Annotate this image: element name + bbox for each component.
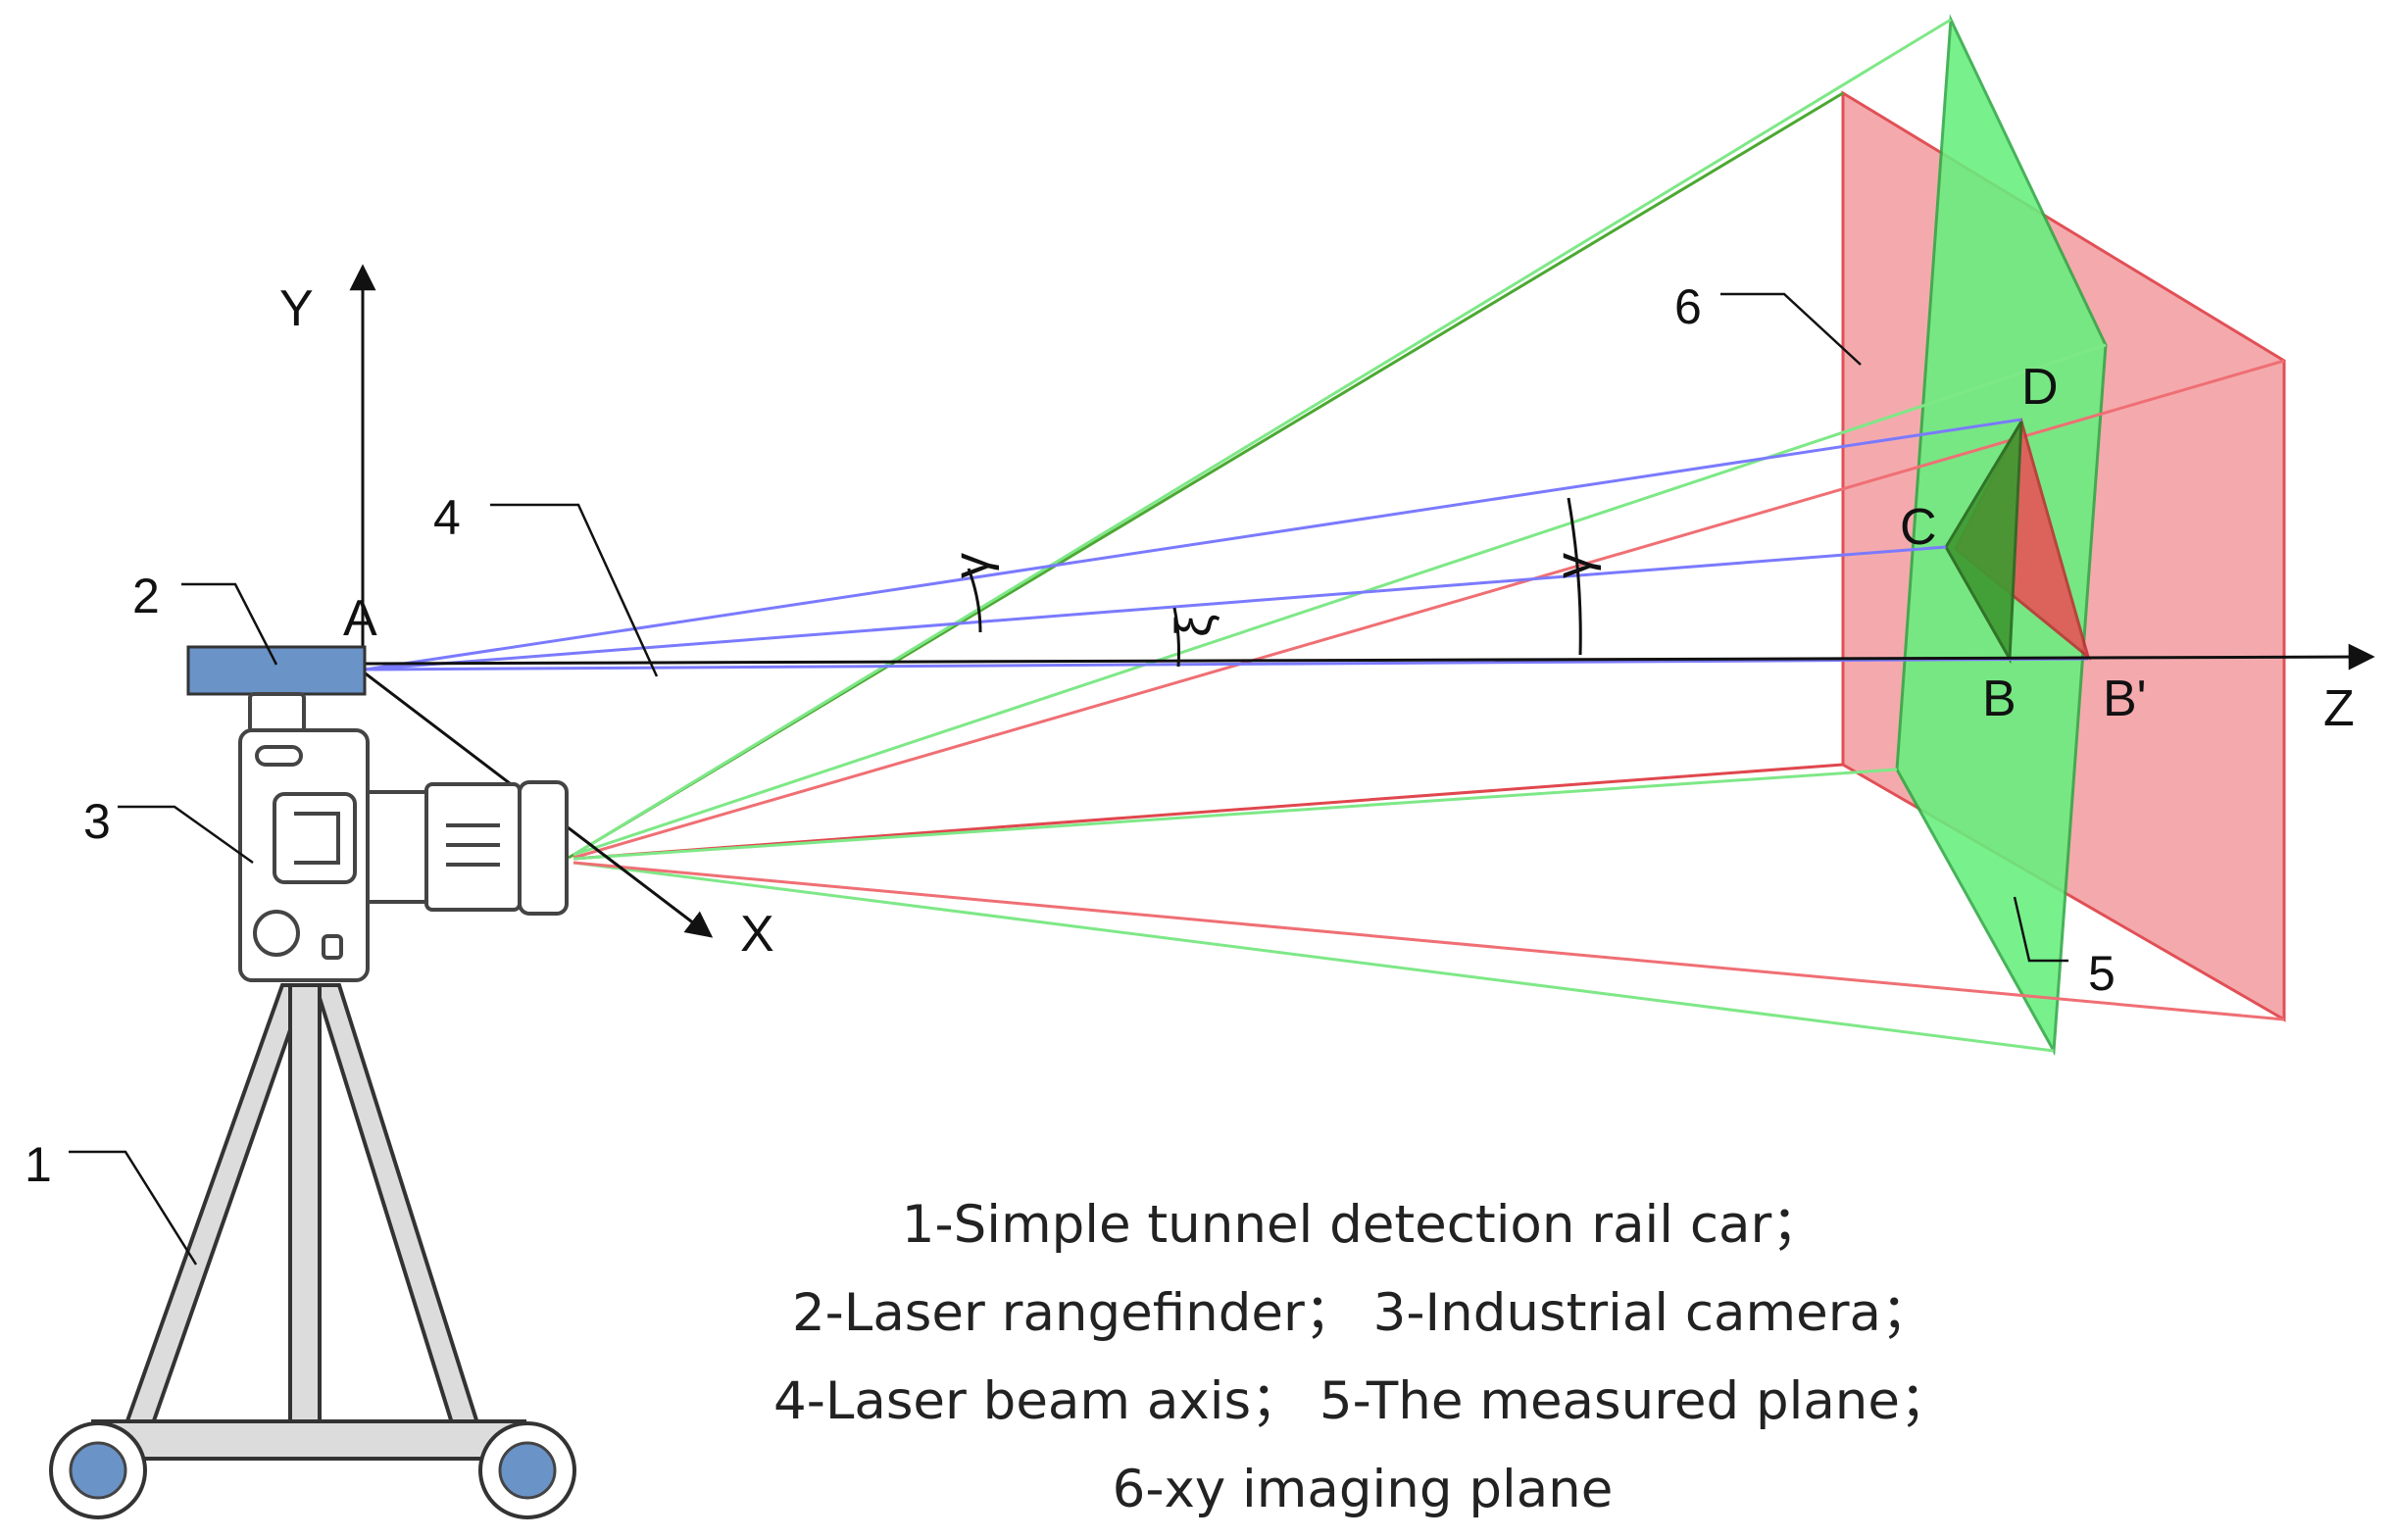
point-a-label: A <box>343 590 377 647</box>
industrial-camera <box>238 692 569 982</box>
point-c-label: C <box>1900 499 1937 556</box>
axis-y-label: Y <box>279 280 314 337</box>
rail-car <box>49 983 576 1519</box>
callout-3: 3 <box>83 794 111 849</box>
laser-beams <box>364 418 2089 671</box>
leader-6 <box>1720 292 1862 366</box>
rail-car-leg-left <box>123 983 309 1428</box>
angle-xi-label: ξ <box>1166 615 1222 637</box>
leader-1 <box>69 1150 198 1266</box>
camera-grip-detail <box>294 812 340 865</box>
legend-item-2: 2-Laser rangefinder； <box>791 1283 1357 1343</box>
axis-z-label: Z <box>2323 680 2355 737</box>
fov-ray-green-bottom <box>573 861 2055 1053</box>
laser-rangefinder <box>186 645 367 696</box>
callout-leaders <box>69 292 2068 1266</box>
laser-beam-to-d <box>364 418 2022 671</box>
legend: 1-Simple tunnel detection rail car； 2-La… <box>637 1181 2088 1534</box>
leader-3 <box>118 805 254 865</box>
camera-button <box>322 934 343 960</box>
legend-item-4: 4-Laser beam axis； <box>772 1371 1304 1431</box>
angle-arc-xi <box>1172 607 1180 668</box>
camera-viewfinder <box>255 745 303 767</box>
legend-item-3: 3-Industrial camera； <box>1372 1283 1934 1343</box>
fov-ray-green-low <box>573 768 1898 861</box>
legend-item-5: 5-The measured plane； <box>1319 1371 1953 1431</box>
angle-gamma-label-2: γ <box>1545 553 1602 578</box>
fov-ray-green-top-2 <box>573 18 1952 857</box>
rail-car-base <box>91 1419 526 1461</box>
angle-arc-gamma-1 <box>967 568 982 633</box>
camera-mount <box>248 692 306 733</box>
rail-car-leg-center <box>288 983 322 1428</box>
fov-ray-red-bottom <box>573 861 2285 1021</box>
camera-lens-body <box>366 790 428 904</box>
callout-2: 2 <box>132 569 160 623</box>
point-b-label: B <box>1982 671 2017 727</box>
angle-arc-gamma-2 <box>1567 497 1582 656</box>
axis-x-label: X <box>740 906 774 963</box>
rail-car-wheel-right-hub <box>498 1441 557 1500</box>
angle-marks <box>967 497 1582 668</box>
leader-5 <box>2013 896 2068 963</box>
camera-dial <box>253 910 300 957</box>
leader-2 <box>181 582 278 666</box>
callout-6: 6 <box>1674 279 1702 334</box>
leader-4 <box>490 503 659 677</box>
camera-lens-front <box>518 780 569 916</box>
rail-car-leg-right <box>313 983 481 1428</box>
callout-4: 4 <box>433 490 461 545</box>
fov-ray-green-mid <box>573 343 2107 857</box>
z-axis <box>364 643 2375 671</box>
legend-item-1: 1-Simple tunnel detection rail car； <box>901 1195 1824 1255</box>
callout-5: 5 <box>2088 946 2116 1001</box>
laser-beam-to-c <box>364 545 1947 671</box>
triangle-cdb <box>1944 421 2023 665</box>
legend-item-6: 6-xy imaging plane <box>1112 1460 1614 1519</box>
point-b-prime-label: B' <box>2103 671 2147 727</box>
field-of-view-rays <box>568 18 2285 1053</box>
camera-grip <box>273 792 357 884</box>
fov-ray-red-mid <box>573 359 2285 860</box>
callout-1: 1 <box>25 1137 52 1192</box>
angle-gamma-label-1: γ <box>943 553 1000 578</box>
point-d-label: D <box>2021 359 2059 416</box>
rail-car-wheel-left-hub <box>69 1441 127 1500</box>
